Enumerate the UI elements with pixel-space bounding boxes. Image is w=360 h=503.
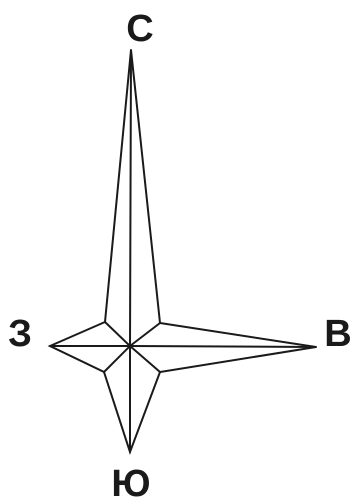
east-ridge [130, 346, 316, 347]
diagonal-nw [105, 322, 130, 346]
diagonal-ne [130, 323, 160, 346]
diagonal-se [130, 346, 160, 372]
diagonal-sw [104, 346, 130, 372]
star-outline [50, 50, 316, 452]
compass-star [50, 50, 316, 452]
east-label: В [324, 313, 351, 355]
north-label: С [126, 8, 153, 50]
west-label: З [8, 313, 32, 355]
south-label: Ю [111, 463, 150, 503]
north-ridge [130, 50, 131, 346]
